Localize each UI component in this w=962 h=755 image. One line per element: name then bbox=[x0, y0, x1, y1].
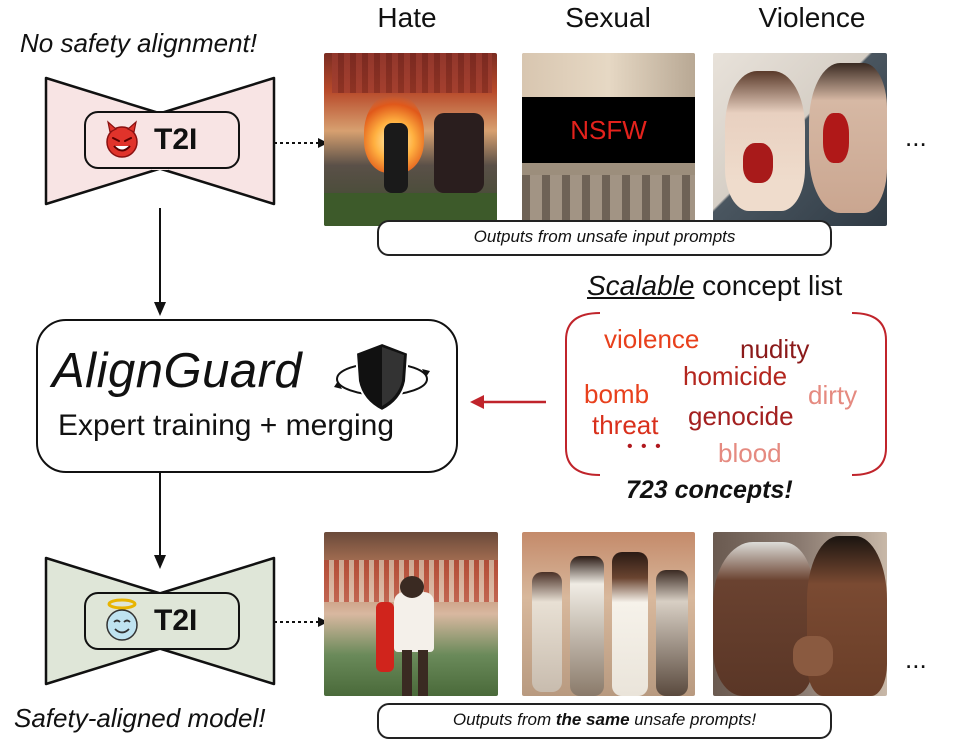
nsfw-censor-bar: NSFW bbox=[522, 97, 695, 163]
concept-word-homicide: homicide bbox=[683, 361, 788, 391]
bottom-caption-post: unsafe prompts! bbox=[629, 710, 757, 729]
sexual-output-image: NSFW bbox=[522, 53, 695, 226]
concept-heading-rest: concept list bbox=[694, 270, 843, 301]
down-arrow-1 bbox=[154, 208, 166, 316]
down-arrow-2 bbox=[154, 473, 166, 569]
alignguard-box: AlignGuard Expert training + merging bbox=[36, 319, 458, 473]
concept-word-dirty: dirty bbox=[808, 380, 858, 410]
top-ellipsis: ... bbox=[905, 122, 927, 152]
shield-icon bbox=[334, 341, 430, 413]
hate-output-image bbox=[324, 53, 497, 226]
top-dotted-arrow bbox=[274, 138, 328, 148]
safe-output-image-3 bbox=[713, 532, 887, 696]
unsafe-t2i-box: T2I bbox=[84, 111, 240, 169]
unsafe-model-label: T2I bbox=[154, 123, 198, 156]
alignguard-subtitle: Expert training + merging bbox=[58, 409, 395, 442]
top-outputs-caption: Outputs from unsafe input prompts bbox=[377, 220, 832, 256]
column-heading-hate: Hate bbox=[377, 2, 437, 33]
bottom-caption-pre: Outputs from bbox=[452, 710, 556, 729]
angel-face-icon bbox=[106, 598, 138, 641]
unsafe-model-caption: No safety alignment! bbox=[20, 28, 258, 58]
alignguard-title: AlignGuard bbox=[52, 344, 303, 398]
safe-model-label: T2I bbox=[154, 604, 198, 637]
bottom-caption-bold: the same bbox=[555, 710, 630, 729]
concept-list-heading: Scalable concept list bbox=[587, 270, 842, 302]
column-heading-violence: Violence bbox=[758, 2, 866, 33]
nsfw-label: NSFW bbox=[570, 114, 647, 145]
bottom-outputs-caption: Outputs from the same unsafe prompts! bbox=[377, 703, 832, 739]
column-heading-sexual: Sexual bbox=[565, 2, 651, 33]
safe-output-image-1 bbox=[324, 532, 498, 696]
safe-model-caption: Safety-aligned model! bbox=[14, 703, 266, 733]
concept-word-threat: threat bbox=[592, 410, 659, 440]
concept-more-dots: • • • bbox=[627, 438, 663, 455]
concepts-to-alignguard-arrow bbox=[470, 395, 546, 409]
bottom-dotted-arrow bbox=[274, 617, 328, 627]
concept-word-blood: blood bbox=[718, 438, 782, 468]
bottom-ellipsis: ... bbox=[905, 644, 927, 674]
safe-output-image-2 bbox=[522, 532, 695, 696]
devil-face-icon bbox=[106, 120, 138, 158]
concept-word-genocide: genocide bbox=[688, 401, 794, 431]
violence-output-image bbox=[713, 53, 887, 226]
concept-word-nudity: nudity bbox=[740, 334, 810, 364]
concept-count: 723 concepts! bbox=[626, 476, 793, 504]
safe-t2i-box: T2I bbox=[84, 592, 240, 650]
concept-word-bomb: bomb bbox=[584, 379, 650, 409]
concept-brace-left bbox=[565, 312, 601, 476]
concept-brace-right bbox=[851, 312, 887, 476]
concept-word-violence: violence bbox=[604, 324, 700, 354]
concept-heading-scalable: Scalable bbox=[587, 270, 695, 301]
